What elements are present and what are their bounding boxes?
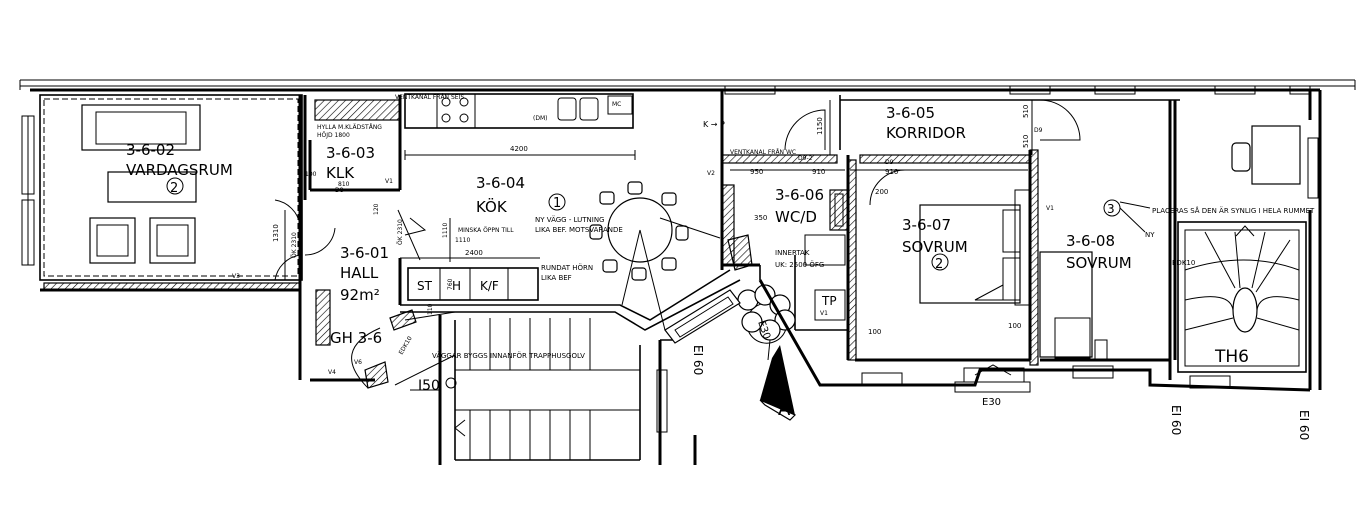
svg-text:1150: 1150 (816, 117, 824, 135)
svg-text:510: 510 (1022, 105, 1030, 118)
svg-text:K/F: K/F (480, 279, 499, 293)
note: NY (1145, 231, 1155, 239)
note: LIKA BEF (541, 274, 572, 282)
room-id-3-6-06: 3-6-06 (775, 186, 824, 204)
note: NY VÄGG - LUTNING (535, 215, 604, 224)
svg-text:350: 350 (754, 214, 767, 222)
room-name-hall: HALL (340, 264, 379, 282)
svg-text:TP: TP (821, 294, 837, 308)
svg-text:110: 110 (427, 303, 434, 315)
svg-text:4200: 4200 (510, 145, 528, 153)
svg-text:TH6: TH6 (1214, 347, 1249, 367)
svg-text:ÖK 2310: ÖK 2310 (291, 232, 298, 258)
room-id-3-6-04: 3-6-04 (476, 174, 525, 192)
room-labels: 3-6-02 VARDAGSRUM 2 3-6-03 KLK 3-6-04 KÖ… (126, 104, 1132, 304)
svg-text:EI 60: EI 60 (691, 345, 705, 375)
svg-text:D8: D8 (335, 187, 344, 194)
note: PLACERAS SÅ DEN ÄR SYNLIG I HELA RUMMET (1152, 206, 1315, 215)
note: VENTKANAL FRÅN SEIS (395, 94, 464, 101)
living-room-furniture (81, 104, 201, 264)
svg-text:E30: E30 (982, 397, 1001, 408)
room-name-sovrum-08: SOVRUM (1066, 254, 1132, 272)
svg-text:V1: V1 (385, 178, 393, 185)
svg-text:I50: I50 (418, 378, 440, 394)
note: HYLLA M.KLÄDSTÅNG (317, 124, 382, 131)
svg-text:1110: 1110 (442, 223, 449, 238)
svg-text:ST: ST (417, 279, 433, 293)
room-id-3-6-02: 3-6-02 (126, 141, 175, 159)
room-marker: 2 (170, 181, 178, 196)
note: MINSKA ÖPPN TILL (458, 227, 514, 234)
svg-text:D9: D9 (885, 159, 894, 166)
svg-text:760: 760 (447, 278, 454, 290)
room-marker: 1 (553, 196, 561, 211)
svg-text:100: 100 (1008, 322, 1021, 330)
svg-text:A: A (778, 399, 791, 420)
svg-text:MC: MC (612, 101, 621, 108)
room-name-korridor: KORRIDOR (886, 124, 966, 142)
svg-text:V3: V3 (232, 273, 240, 280)
dimension-labels: 4200 2400 1110 1110 950 910 910 1150 510… (272, 105, 1030, 336)
room-id-3-6-01: 3-6-01 (340, 244, 389, 262)
note: INNERTAK (775, 249, 810, 257)
svg-text:2400: 2400 (465, 249, 483, 257)
svg-text:910: 910 (885, 168, 898, 176)
note: LIKA BEF. MOTSVARANDE (535, 226, 623, 234)
note: VENTKANAL FRÅN WC (730, 149, 796, 156)
room-area: 92m² (340, 286, 380, 304)
svg-text:100: 100 (305, 171, 317, 178)
room-name-wcd: WC/D (775, 208, 817, 226)
room-id-3-6-03: 3-6-03 (326, 144, 375, 162)
room-name-vardagsrum: VARDAGSRUM (126, 161, 233, 179)
room-id-3-6-07: 3-6-07 (902, 216, 951, 234)
room-name-klk: KLK (326, 164, 355, 182)
svg-text:D9: D9 (1034, 127, 1043, 134)
svg-text:910: 910 (812, 168, 825, 176)
spiral-stair (1177, 221, 1307, 373)
note: VÄGGAR BYGGS INNANFÖR TRAPPHUSGOLV (432, 351, 585, 360)
svg-text:V2: V2 (707, 170, 715, 177)
svg-text:200: 200 (875, 188, 888, 196)
svg-text:ÖK 2310: ÖK 2310 (397, 219, 404, 245)
svg-text:510: 510 (1022, 135, 1030, 148)
room-marker: 2 (935, 257, 943, 272)
svg-text:V1: V1 (1046, 205, 1054, 212)
note: RUNDAT HÖRN (541, 263, 593, 272)
svg-text:1310: 1310 (272, 224, 280, 242)
svg-text:D9-2: D9-2 (798, 155, 813, 162)
room-id-3-6-05: 3-6-05 (886, 104, 935, 122)
svg-text:3: 3 (1107, 202, 1115, 216)
svg-text:120: 120 (373, 203, 380, 215)
svg-text:EDK10: EDK10 (1172, 259, 1195, 267)
svg-text:(DM): (DM) (533, 115, 547, 122)
svg-text:EDK10: EDK10 (398, 335, 414, 356)
note: HÖJD 1800 (317, 132, 350, 139)
svg-text:EI 60: EI 60 (1297, 410, 1311, 440)
svg-text:1110: 1110 (455, 237, 470, 244)
svg-text:K → P: K → P (703, 120, 725, 129)
note: UK: 2500 ÖFG (775, 260, 824, 269)
stair-treads (454, 318, 640, 460)
room-name-kok: KÖK (476, 197, 508, 216)
svg-text:V6: V6 (354, 359, 362, 366)
svg-text:H: H (452, 279, 461, 293)
annotations: VENTKANAL FRÅN SEIS VENTKANAL FRÅN WC HY… (317, 94, 1315, 360)
room-name-sovrum-07: SOVRUM (902, 238, 968, 256)
svg-text:100: 100 (868, 328, 881, 336)
svg-text:V1: V1 (820, 310, 828, 317)
svg-text:EI 60: EI 60 (1169, 405, 1183, 435)
note: GH 3-6 (330, 329, 382, 347)
svg-text:V4: V4 (328, 369, 336, 376)
room-id-3-6-08: 3-6-08 (1066, 232, 1115, 250)
wc-fixture (737, 284, 796, 341)
svg-text:810: 810 (338, 181, 350, 188)
outer-walls (19, 79, 1356, 465)
svg-text:950: 950 (750, 168, 763, 176)
